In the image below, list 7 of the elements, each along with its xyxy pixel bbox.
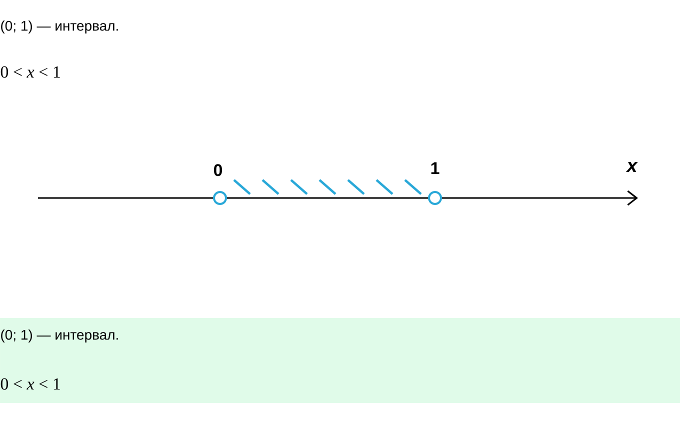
point-label: 1 bbox=[431, 162, 440, 174]
sentence: (0; 1) — интервал. bbox=[1, 20, 118, 34]
sentence: (0; 1) — интервал. bbox=[1, 329, 118, 342]
inequality: 0 < x < 1 bbox=[0, 66, 60, 78]
axis-label: x bbox=[626, 162, 638, 172]
point-label: 0 bbox=[214, 164, 222, 176]
inequality: 0 < x < 1 bbox=[0, 378, 60, 390]
